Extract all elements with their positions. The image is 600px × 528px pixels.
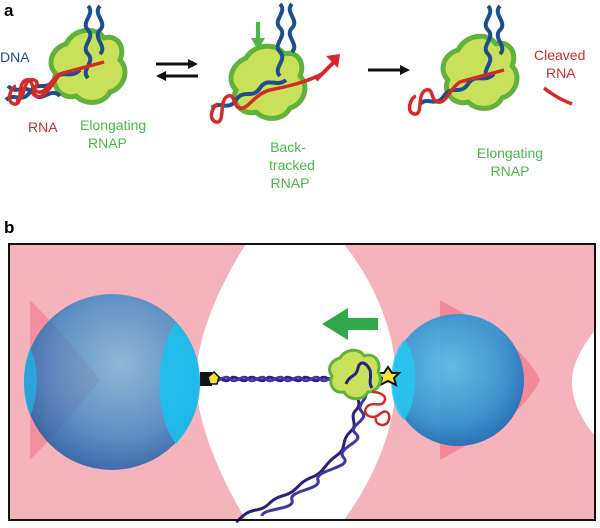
movement-green-arrow [322,308,378,340]
backtrack-green-down-arrow [251,22,265,50]
backtracked-label-line2: tracked [269,157,315,173]
right-bead-lit-edge [391,340,416,420]
rnap-dna-strand-top [483,4,493,80]
left-bead [24,294,200,470]
panel-b-label: b [4,218,14,237]
tether-rnap-dna [344,361,374,389]
elongating-rnap-label-1-line2: RNAP [88,135,127,151]
rnap-dna-strand-top-2 [95,4,105,56]
right-bead [392,314,524,446]
rnap-complex-backtracked [209,2,323,124]
elongating-rnap-label-2-line2: RNAP [491,163,530,179]
rnap-rna-loops [15,72,62,102]
panel-a-label: a [4,1,14,20]
left-attachment-star [207,370,220,385]
cleaved-rna-fragment [542,86,573,106]
rnap-rna-strand [7,60,105,106]
dna-label: DNA [0,49,30,65]
backtracked-label-line1: Back- [270,139,306,155]
left-bead-lit-edge [159,322,200,444]
cleaved-label-line2: RNA [546,65,576,81]
tether-rnap-rna-loops [363,390,391,427]
cleaved-label-line1: Cleaved [534,47,585,63]
rnap-rna-strand [407,68,505,116]
dangling-dna-strand-1 [235,386,362,524]
right-trap-white-gap [572,330,595,436]
rna-label: RNA [28,119,58,135]
rnap-dna-strand-top [275,2,285,78]
rnap-blob [440,33,520,111]
backtracked-label-line3: RNAP [271,175,310,191]
left-bead-lit-edge-left [24,348,37,416]
optical-trap-panel [8,243,596,524]
rnap-dna-strand-top-2 [495,4,505,56]
equilibrium-arrows [156,59,198,81]
rnap-dna-strand-top-2 [287,2,297,54]
rnap-complex-elongating-1 [4,4,128,106]
panel-b-frame-border [8,243,596,521]
backtrack-red-diagonal-arrow [314,54,340,82]
rnap-complex-elongating-2 [407,4,520,116]
dangling-dna-strand-2 [260,388,368,517]
rnap-rna-strand [209,72,323,124]
elongating-rnap-label-1-line1: Elongating [80,117,146,133]
elongating-rnap-label-2-line1: Elongating [477,145,543,161]
cleavage-arrow [368,65,410,75]
